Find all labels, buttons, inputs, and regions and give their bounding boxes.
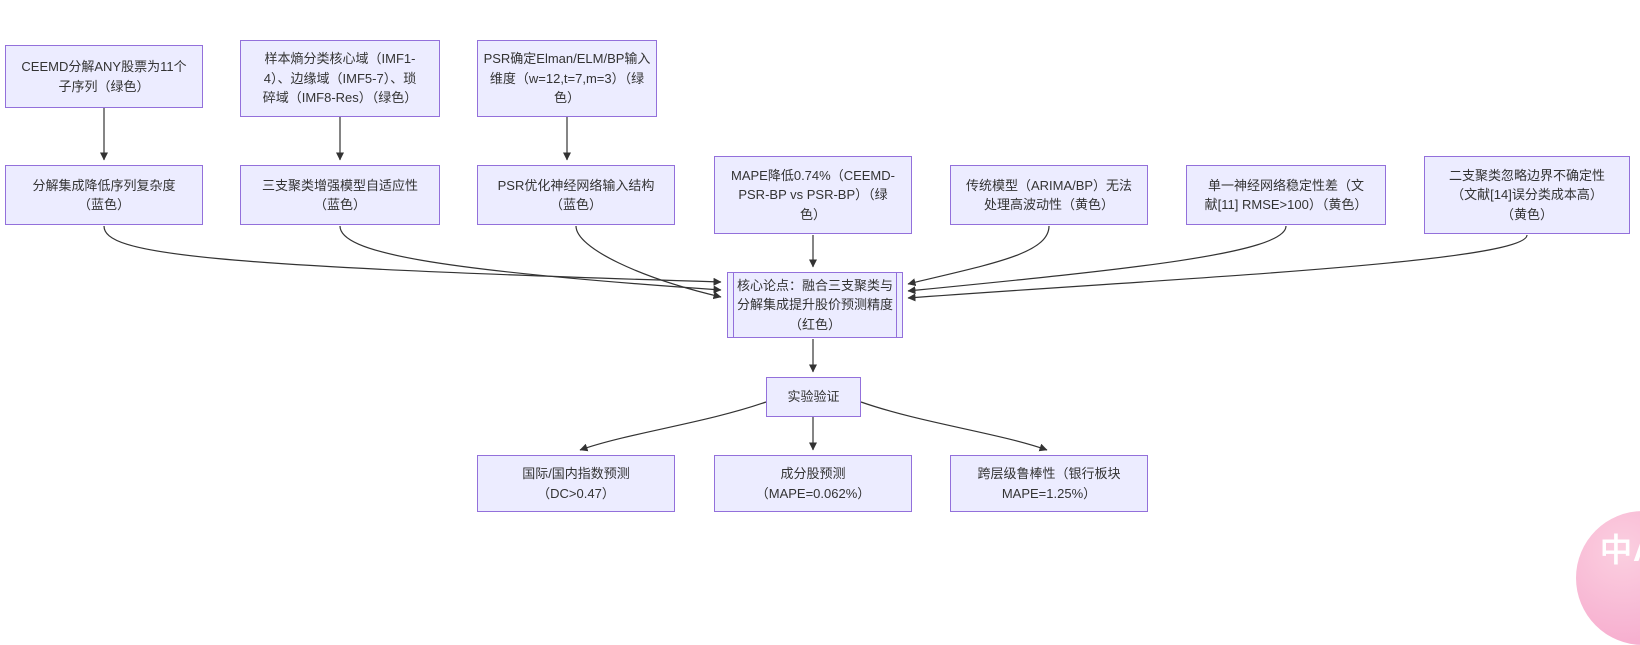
node-single-nn: 单一神经网络稳定性差（文 献[11] RMSE>100）（黄色） bbox=[1186, 165, 1386, 225]
edge-traditional-core bbox=[907, 225, 1050, 287]
node-robustness: 跨层级鲁棒性（银行板块 MAPE=1.25%） bbox=[950, 455, 1148, 512]
node-decomp: 分解集成降低序列复杂度 （蓝色） bbox=[5, 165, 203, 225]
node-decomp-label: 分解集成降低序列复杂度 （蓝色） bbox=[32, 177, 176, 213]
node-experiment-label: 实验验证 bbox=[787, 389, 840, 405]
node-stock-prediction: 成分股预测 （MAPE=0.062%） bbox=[714, 455, 912, 512]
edge-singlenn-core bbox=[907, 225, 1287, 295]
node-traditional: 传统模型（ARIMA/BP）无法 处理高波动性（黄色） bbox=[950, 165, 1148, 225]
translate-icon: 中A bbox=[1600, 532, 1640, 568]
edge-experiment-index bbox=[579, 401, 767, 452]
edge-threeway-core bbox=[339, 225, 722, 294]
node-ceemd-label: CEEMD分解ANY股票为11个 子序列（绿色） bbox=[21, 59, 187, 94]
edge-psropt-core bbox=[575, 225, 722, 300]
node-stock-prediction-label: 成分股预测 （MAPE=0.062%） bbox=[755, 466, 871, 501]
node-single-nn-label: 单一神经网络稳定性差（文 献[11] RMSE>100）（黄色） bbox=[1204, 177, 1368, 213]
node-psr-opt-label: PSR优化神经网络输入结构 （蓝色） bbox=[497, 177, 655, 213]
node-mape: MAPE降低0.74%（CEEMD- PSR-BP vs PSR-BP）（绿 色… bbox=[714, 156, 912, 234]
edge-experiment-robust bbox=[860, 401, 1048, 452]
node-two-way-label: 二支聚类忽略边界不确定性 （文献[14]误分类成本高） （黄色） bbox=[1448, 167, 1605, 222]
node-three-way-label: 三支聚类增强模型自适应性 （蓝色） bbox=[261, 177, 418, 213]
node-entropy: 样本熵分类核心域（IMF1- 4）、边缘域（IMF5-7）、琐 碎域（IMF8-… bbox=[240, 40, 440, 117]
flowchart-canvas: { "colors": { "node_fill": "#ECECFF", "n… bbox=[5, 40, 1640, 645]
node-robustness-label: 跨层级鲁棒性（银行板块 MAPE=1.25%） bbox=[977, 466, 1121, 501]
node-index-prediction: 国际/国内指数预测 （DC>0.47） bbox=[477, 455, 675, 512]
node-mape-label: MAPE降低0.74%（CEEMD- PSR-BP vs PSR-BP）（绿 色… bbox=[731, 167, 895, 222]
node-entropy-label: 样本熵分类核心域（IMF1- 4）、边缘域（IMF5-7）、琐 碎域（IMF8-… bbox=[262, 51, 418, 106]
node-core-thesis-label: 核心论点：融合三支聚类与 分解集成提升股价预测精度 （红色） bbox=[736, 277, 893, 332]
node-two-way: 二支聚类忽略边界不确定性 （文献[14]误分类成本高） （黄色） bbox=[1424, 156, 1630, 234]
node-psr-dim: PSR确定Elman/ELM/BP输入 维度（w=12,t=7,m=3）（绿 色… bbox=[477, 40, 657, 117]
translate-badge[interactable]: 中A bbox=[1576, 511, 1640, 645]
node-index-prediction-label: 国际/国内指数预测 （DC>0.47） bbox=[522, 466, 630, 501]
edge-twoway-core bbox=[907, 234, 1528, 302]
node-traditional-label: 传统模型（ARIMA/BP）无法 处理高波动性（黄色） bbox=[965, 177, 1133, 213]
node-core-thesis: 核心论点：融合三支聚类与 分解集成提升股价预测精度 （红色） bbox=[727, 272, 903, 338]
node-psr-opt: PSR优化神经网络输入结构 （蓝色） bbox=[477, 165, 675, 225]
node-ceemd: CEEMD分解ANY股票为11个 子序列（绿色） bbox=[5, 45, 203, 108]
node-core-thesis-frame: 核心论点：融合三支聚类与 分解集成提升股价预测精度 （红色） bbox=[733, 273, 897, 337]
node-psr-dim-label: PSR确定Elman/ELM/BP输入 维度（w=12,t=7,m=3）（绿 色… bbox=[483, 51, 651, 106]
node-three-way: 三支聚类增强模型自适应性 （蓝色） bbox=[240, 165, 440, 225]
edge-decomp-core bbox=[103, 225, 722, 286]
node-experiment: 实验验证 bbox=[766, 377, 861, 417]
